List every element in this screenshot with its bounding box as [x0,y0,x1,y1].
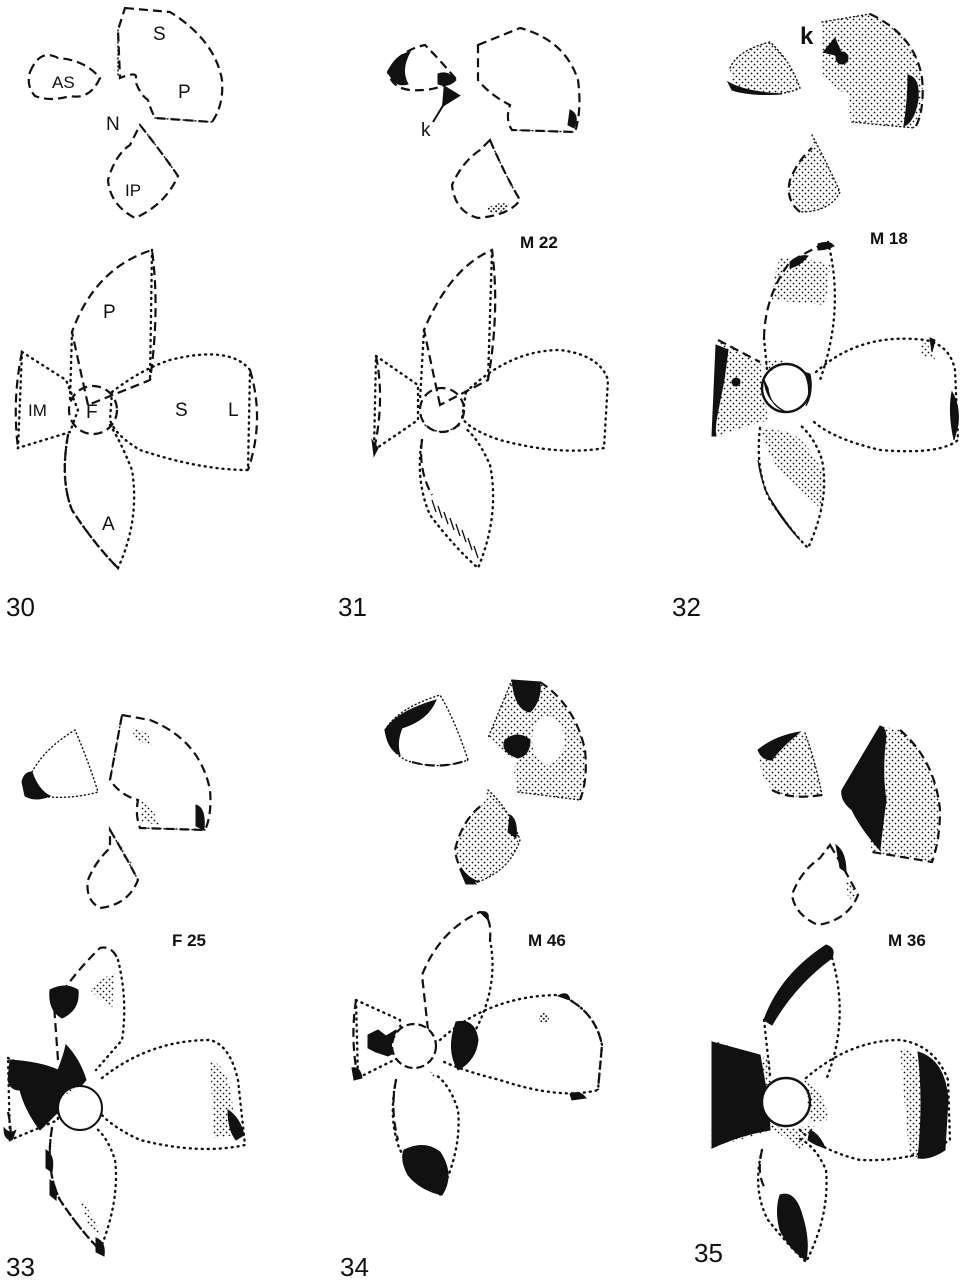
fig31-top-view: k [388,28,579,218]
fig33-top-view [22,715,210,908]
fig32-label-k: k [800,23,814,50]
fig30-base-view: P IM F S L A [16,250,257,568]
fig35-base-view [710,945,950,1262]
figure-number-33: 33 [6,1252,35,1280]
figure-number-35: 35 [694,1238,723,1268]
fig30-label-f: F [86,402,98,423]
figure-33: F 25 33 [4,715,245,1280]
fig35-caption: M 36 [888,931,926,950]
figure-number-31: 31 [338,592,367,622]
fig30-top-view: S P AS N IP [29,8,223,218]
fig30-label-p: P [178,82,191,103]
fig34-caption: M 46 [528,931,566,950]
fig30-label-s-base: S [175,400,188,421]
fig34-base-view [352,912,602,1195]
fig31-hatching [432,500,478,558]
fig30-label-as: AS [52,73,75,92]
figure-number-34: 34 [340,1252,369,1280]
figure-number-32: 32 [672,592,701,622]
fig32-caption: M 18 [870,229,908,248]
fig31-label-k: k [421,120,431,141]
fig31-base-view [372,250,608,568]
figure-34: M 46 34 [340,680,602,1280]
fig30-label-l: L [228,400,239,421]
fig30-label-a: A [102,514,115,535]
fig32-top-view: k [728,14,923,212]
fig30-label-p-base: P [103,302,116,323]
fig31-caption: M 22 [520,233,558,252]
fig30-label-n: N [106,114,120,135]
fig30-label-ip: IP [125,181,141,200]
fig30-label-im: IM [28,401,47,420]
fig34-top-view [385,680,586,884]
fig35-top-view [758,726,940,925]
figure-32: k M 18 [672,14,958,622]
fig33-base-view [4,948,245,1257]
figure-30: S P AS N IP P IM F S L A 30 [6,8,257,622]
fig33-caption: F 25 [172,931,206,950]
fig30-label-s: S [153,24,166,45]
fig32-base-view [712,242,958,548]
figure-31: k M 22 31 [338,28,608,622]
figure-35: M 36 35 [694,726,950,1268]
figure-number-30: 30 [6,592,35,622]
